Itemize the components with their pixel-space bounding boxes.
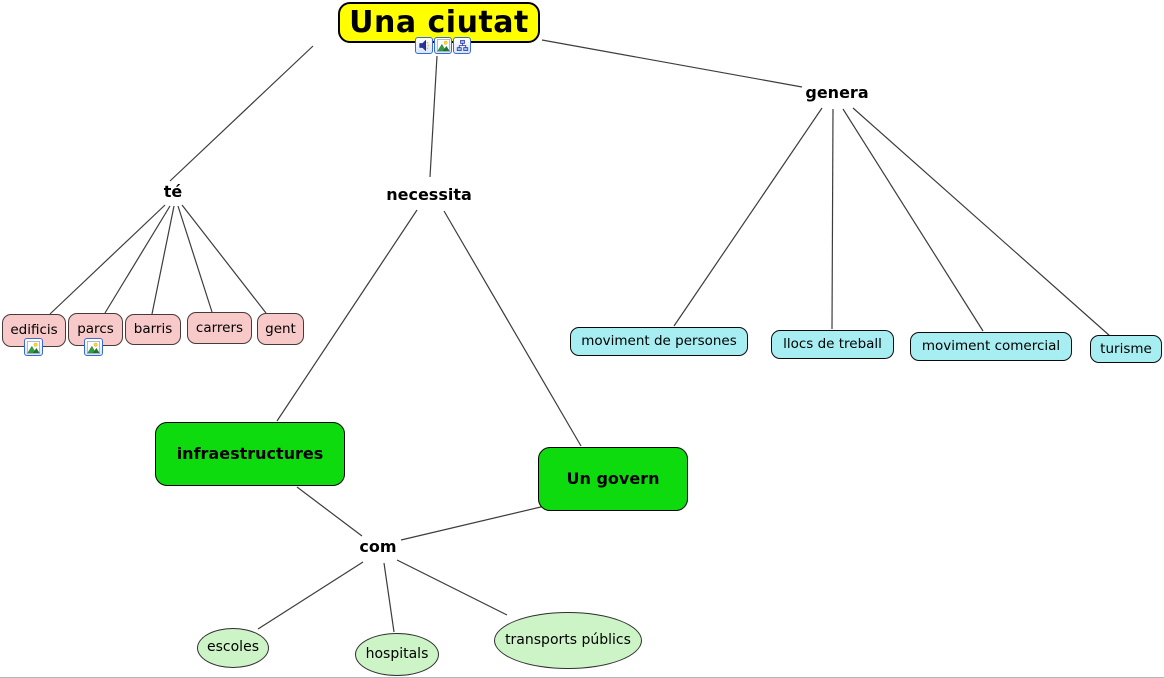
concept-label: Un govern [566,469,660,489]
concept-hospitals[interactable]: hospitals [355,633,439,676]
concept-infraestructures[interactable]: infraestructures [155,422,345,486]
edge-com-hospitals[interactable] [383,562,395,633]
concept-label: turisme [1100,340,1152,357]
edge-genera-turisme[interactable] [852,107,1111,337]
edge-te-barris[interactable] [151,205,175,315]
edge-genera-llocs-de-treball[interactable] [831,108,834,330]
concept-moviment-comercial[interactable]: moviment comercial [910,332,1072,361]
edge-com-escoles[interactable] [257,561,364,630]
edge-una-ciutat-genera[interactable] [541,39,803,88]
edge-genera-moviment-de-persones[interactable] [673,107,823,327]
edge-com-transports-publics[interactable] [396,559,508,616]
concept-moviment-de-persones[interactable]: moviment de persones [570,327,748,356]
concept-barris[interactable]: barris [125,314,181,345]
link-label-te[interactable]: té [163,182,183,201]
concept-label: barris [133,321,173,338]
tree-attachment-button[interactable] [453,37,471,54]
edge-te-edificis[interactable] [49,204,166,315]
edge-una-ciutat-te[interactable] [169,45,314,182]
edge-te-gent[interactable] [181,204,267,314]
speaker-icon [418,39,429,52]
concept-turisme[interactable]: turisme [1090,335,1162,363]
link-label-genera[interactable]: genera [805,83,869,102]
image-attachment-button[interactable] [434,37,452,54]
edge-genera-moviment-comercial[interactable] [842,108,984,332]
edge-un-govern-com[interactable] [400,505,546,541]
edge-necessita-un-govern[interactable] [443,210,582,447]
concept-escoles[interactable]: escoles [197,628,269,668]
concept-label: edificis [10,322,58,339]
tree-icon [456,40,468,51]
concept-label: moviment de persones [581,333,737,350]
edge-una-ciutat-necessita[interactable] [429,55,438,178]
concept-transports-publics[interactable]: transports públics [494,612,642,669]
concept-un-govern[interactable]: Un govern [538,447,688,511]
concept-label: llocs de treball [783,336,882,353]
concept-label: parcs [77,321,114,338]
parcs-image-attachment-button[interactable] [84,338,103,356]
concept-label: escoles [207,639,259,656]
image-icon [436,39,450,52]
edge-te-carrers[interactable] [177,205,213,313]
concept-edificis[interactable]: edificis [2,314,66,347]
concept-gent[interactable]: gent [257,313,304,345]
concept-llocs-de-treball[interactable]: llocs de treball [771,330,894,359]
image-icon [27,340,40,354]
concept-label: Una ciutat [349,5,529,40]
link-label-necessita[interactable]: necessita [386,185,472,204]
edge-necessita-infraestructures[interactable] [276,209,418,422]
concept-label: hospitals [365,645,429,662]
image-icon [87,340,100,354]
link-label-com[interactable]: com [359,537,397,556]
attachment-toolbar [415,37,471,54]
concept-label: transports públics [505,631,631,648]
edge-te-parcs[interactable] [104,205,171,314]
speaker-attachment-button[interactable] [415,37,433,54]
concept-label: carrers [195,319,244,336]
edge-infraestructures-com[interactable] [296,486,363,537]
concept-carrers[interactable]: carrers [187,312,252,344]
edificis-image-attachment-button[interactable] [24,338,43,356]
concept-label: moviment comercial [921,338,1061,355]
concept-label: gent [265,320,296,337]
concept-label: infraestructures [176,444,324,464]
